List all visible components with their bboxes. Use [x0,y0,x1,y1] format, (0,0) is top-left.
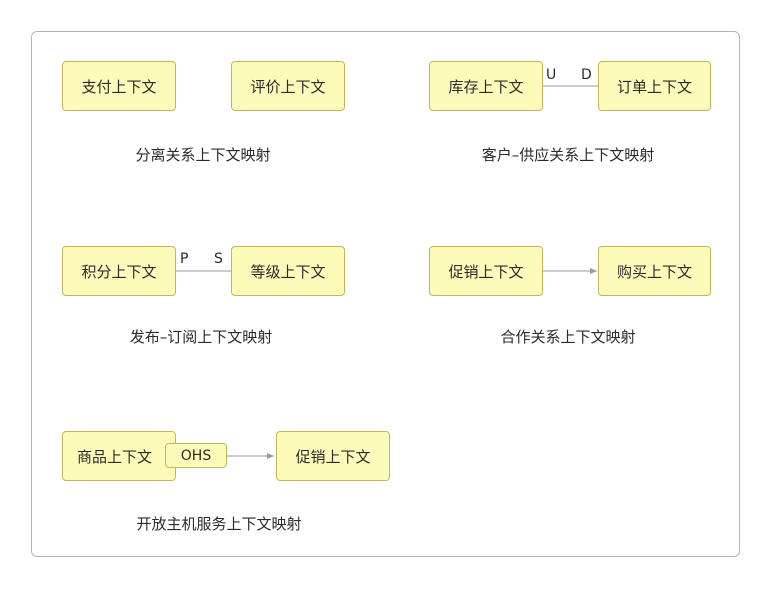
caption-separate-ways: 分离关系上下文映射 [135,146,271,164]
caption-open-host-service: 开放主机服务上下文映射 [136,515,302,533]
context-box-level: 等级上下文 [231,246,345,296]
context-box-product: 商品上下文 [62,431,176,481]
caption-publish-subscribe: 发布–订阅上下文映射 [129,328,273,346]
subscriber-label: S [214,251,223,267]
downstream-label: D [581,67,592,83]
context-box-promotion-ohs: 促销上下文 [276,431,390,481]
context-box-points: 积分上下文 [62,246,176,296]
context-box-payment: 支付上下文 [62,61,176,111]
publisher-label: P [180,251,189,267]
context-box-promotion: 促销上下文 [429,246,543,296]
context-box-order: 订单上下文 [598,61,711,111]
context-box-inventory: 库存上下文 [429,61,543,111]
context-box-review: 评价上下文 [231,61,345,111]
caption-customer-supplier: 客户–供应关系上下文映射 [481,146,655,164]
upstream-label: U [546,67,557,83]
context-box-purchase: 购买上下文 [598,246,711,296]
caption-partnership: 合作关系上下文映射 [500,328,636,346]
ohs-badge: OHS [165,443,227,468]
